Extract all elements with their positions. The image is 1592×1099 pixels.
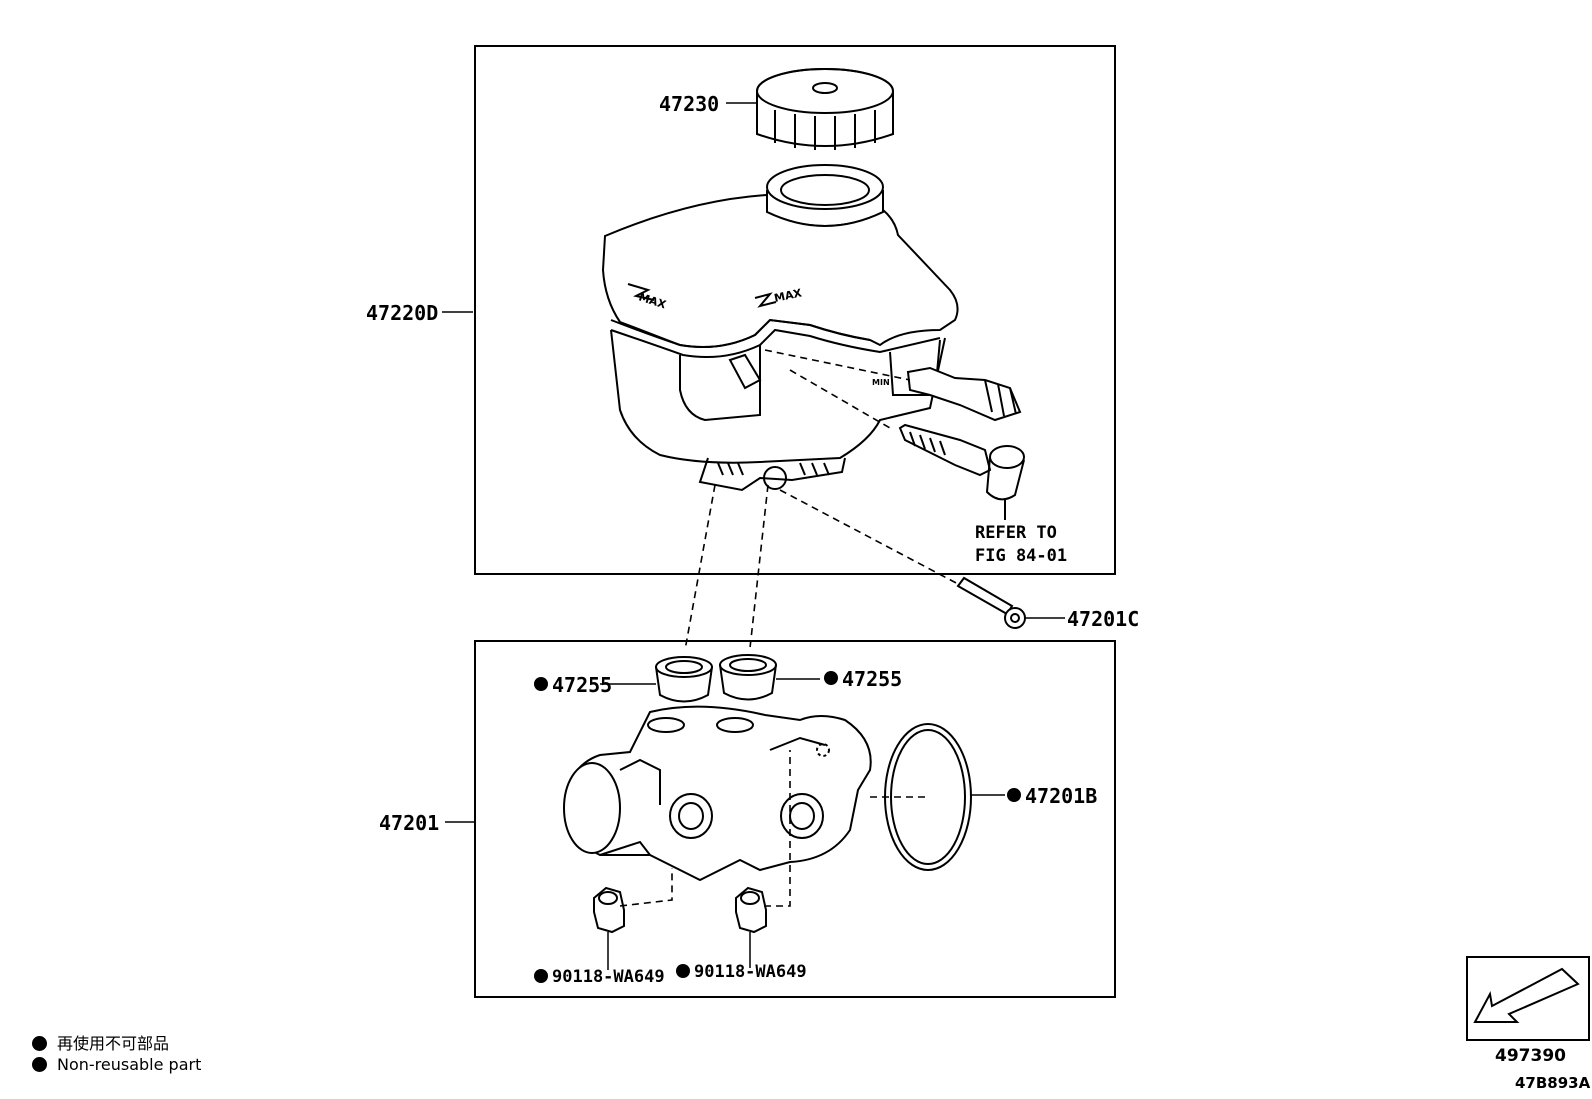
reservoir-cap[interactable] bbox=[756, 68, 894, 150]
label-pin: 47201C bbox=[1067, 607, 1139, 631]
non-reusable-dot-icon bbox=[32, 1057, 47, 1072]
brake-master-cylinder[interactable] bbox=[563, 705, 872, 882]
level-warning-sensor[interactable] bbox=[898, 423, 1025, 520]
reference-line-1: REFER TO bbox=[975, 523, 1057, 543]
label-master-cylinder: 47201 bbox=[379, 811, 439, 835]
brake-fluid-reservoir[interactable] bbox=[601, 164, 1022, 492]
reference-line-2: FIG 84-01 bbox=[975, 546, 1067, 566]
label-nut-left: 90118-WA649 bbox=[552, 967, 665, 987]
reservoir-max-mark-right: MAX bbox=[773, 286, 804, 305]
grommet-left[interactable] bbox=[655, 656, 713, 703]
reservoir-assembly-frame bbox=[474, 45, 1116, 575]
leader-lines bbox=[442, 102, 1065, 970]
grommet-right[interactable] bbox=[719, 654, 777, 701]
label-grommet-left: 47255 bbox=[552, 673, 612, 697]
view-code: 497390 bbox=[1495, 1046, 1566, 1066]
view-direction-box bbox=[1466, 956, 1590, 1041]
reservoir-min-mark: MIN bbox=[872, 378, 890, 387]
legend-english: Non-reusable part bbox=[32, 1055, 201, 1074]
legend-english-text: Non-reusable part bbox=[57, 1055, 202, 1074]
label-grommet-right: 47255 bbox=[842, 667, 902, 691]
non-reusable-markers bbox=[534, 671, 1021, 983]
nut-left[interactable] bbox=[593, 886, 625, 934]
master-cylinder-assembly-frame bbox=[474, 640, 1116, 998]
legend-japanese-text: 再使用不可部品 bbox=[57, 1034, 170, 1053]
drawing-id: 47B893A bbox=[1515, 1074, 1591, 1092]
legend-japanese: 再使用不可部品 bbox=[32, 1030, 169, 1054]
non-reusable-dot-icon bbox=[32, 1036, 47, 1051]
assembly-guide-lines bbox=[619, 349, 961, 907]
label-o-ring: 47201B bbox=[1025, 784, 1097, 808]
label-nut-right: 90118-WA649 bbox=[694, 962, 807, 982]
reservoir-pin[interactable] bbox=[956, 576, 1026, 629]
view-direction-arrow-icon bbox=[1473, 967, 1580, 1023]
label-cap: 47230 bbox=[659, 92, 719, 116]
nut-right[interactable] bbox=[735, 886, 767, 934]
label-reservoir: 47220D bbox=[366, 301, 438, 325]
